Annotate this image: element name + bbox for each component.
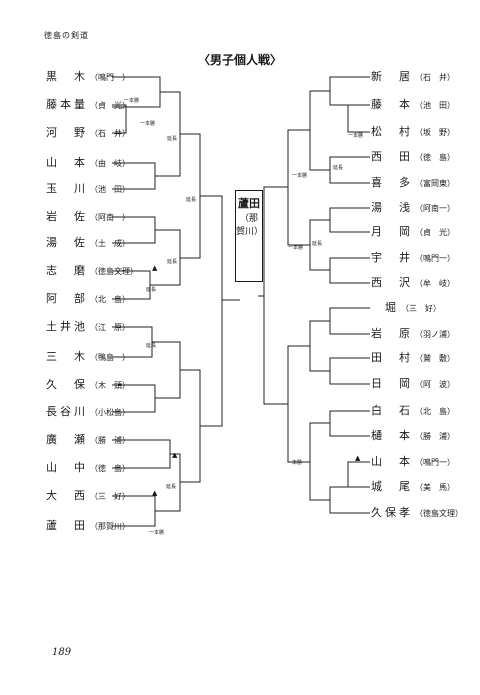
left-player-4: 山 本（由 岐） (46, 156, 130, 169)
left-player-14: 廣 瀬（勝 浦） (46, 433, 130, 446)
right-player-8: 宇 井（鳴門一） (371, 251, 455, 264)
left-player-17: 蘆 田（那賀川） (46, 519, 130, 532)
page-number: 189 (52, 647, 72, 658)
right-player-6: 湯 浅（阿南一） (371, 201, 455, 214)
match-note: 延長 (146, 287, 157, 293)
right-player-14: 白 石（北 島） (371, 404, 455, 417)
right-player-2: 藤 本（池 田） (371, 98, 455, 111)
match-note: 延長 (167, 136, 178, 142)
right-player-1: 新 居（石 井） (371, 70, 455, 83)
match-note: 一本勝 (149, 530, 165, 536)
match-note: 延長 (166, 484, 177, 490)
left-player-7: 湯 佐（土 成） (46, 236, 130, 249)
match-note: 一本勝 (348, 133, 364, 139)
match-note: 延長 (167, 259, 178, 265)
match-note: 一本勝 (292, 173, 308, 179)
triangle-icon: ▲ (355, 454, 361, 462)
champion-team: （那賀川） (236, 214, 264, 237)
left-player-16: 大 西（三 好） (46, 489, 130, 502)
right-player-3: 松 村（坂 野） (371, 125, 455, 138)
champion-box: 蘆田 （那賀川） (235, 190, 263, 282)
left-player-12: 久 保（木 頭） (46, 378, 130, 391)
right-player-11: 岩 原（羽ノ浦） (371, 327, 455, 340)
right-player-10: 堀（三 好） (371, 301, 441, 314)
triangle-icon: ▲ (172, 451, 178, 459)
left-player-1: 黒 木（鳴門一） (46, 70, 130, 83)
triangle-icon: ▲ (152, 489, 158, 497)
match-note: 延長 (186, 197, 197, 203)
right-player-12: 田 村（鷲 敷） (371, 351, 455, 364)
left-player-6: 岩 佐（阿南一） (46, 210, 130, 223)
left-player-11: 三 木（鴨島一） (46, 350, 130, 363)
match-note: 延長 (312, 241, 323, 247)
right-player-9: 西 沢（牟 岐） (371, 276, 455, 289)
right-player-18: 久保孝（徳島文理） (371, 506, 463, 519)
champion-name: 蘆田 (238, 197, 260, 210)
match-note: 一本勝 (140, 121, 156, 127)
left-player-13: 長谷川（小松島） (46, 405, 130, 418)
left-player-2: 藤本量（貞 光） (46, 98, 130, 111)
running-header: 徳島の剣道 (44, 31, 89, 40)
right-player-5: 喜 多（富岡東） (371, 176, 455, 189)
left-player-8: 志 磨（徳島文理） (46, 264, 138, 277)
triangle-icon: ▲ (152, 264, 158, 272)
left-player-5: 玉 川（池 田） (46, 182, 130, 195)
right-player-7: 月 岡（貞 光） (371, 225, 455, 238)
right-player-13: 日 岡（阿 波） (371, 377, 455, 390)
right-player-4: 西 田（徳 島） (371, 150, 455, 163)
match-note: 一本勝 (124, 98, 140, 104)
right-player-15: 樋 本（勝 浦） (371, 429, 455, 442)
left-player-3: 河 野（石 井） (46, 126, 130, 139)
match-note: 延長 (146, 343, 157, 349)
page-title: 〈男子個人戦〉 (197, 53, 282, 67)
match-note: 延長 (333, 165, 344, 171)
left-player-15: 山 中（徳 島） (46, 461, 130, 474)
match-note: 一本勝 (287, 460, 303, 466)
left-player-10: 土井池（江 原） (46, 320, 130, 333)
left-player-9: 阿 部（北 島） (46, 292, 130, 305)
right-player-16: 山 本（鳴門一） (371, 455, 455, 468)
match-note: 一本勝 (288, 245, 304, 251)
right-player-17: 城 尾（美 馬） (371, 480, 455, 493)
